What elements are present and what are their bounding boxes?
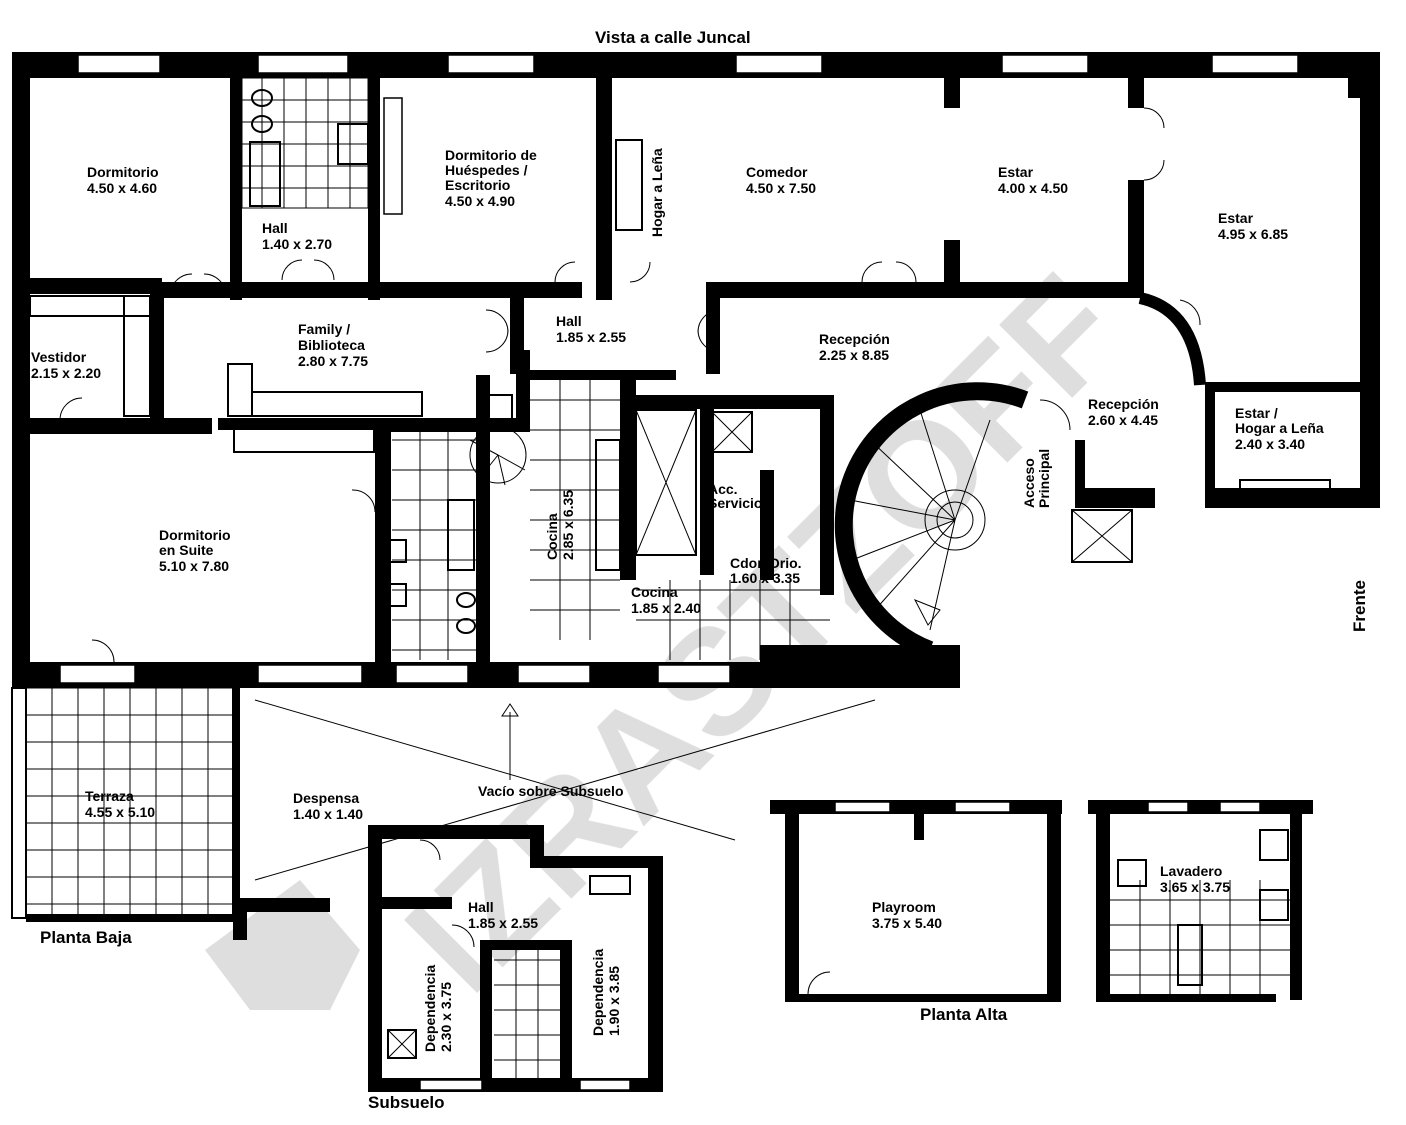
dependencia-1-size: 2.30 x 3.75 [438,982,454,1052]
recepcion-2-size: 2.60 x 4.45 [1088,412,1158,428]
huespedes-name-2: Huéspedes / [445,162,528,178]
acc-servicio-1: Acc. [708,481,738,497]
terraza [11,687,330,940]
despensa-size: 1.40 x 1.40 [293,806,363,822]
cocina-2-name: Cocina [631,584,678,600]
terraza-size: 4.55 x 5.10 [85,804,155,820]
huespedes-name-1: Dormitorio de [445,147,537,163]
door-swings [59,107,1201,995]
suite-size: 5.10 x 7.80 [159,558,229,574]
hogar-lena-label: Hogar a Leña [649,148,665,237]
front-label: Frente [1350,580,1369,632]
cdor-drio-name: Cdor. Drio. [730,555,802,571]
suite-name-1: Dormitorio [159,527,231,543]
estar-2-size: 4.95 x 6.85 [1218,226,1288,242]
cdor-drio-size: 1.60 x 3.35 [730,570,800,586]
acceso-principal-1: Acceso [1021,458,1037,508]
subsuelo-title: Subsuelo [368,1093,445,1112]
acc-servicio-2: Servicio [708,495,762,511]
kitchen-tiles [385,380,1133,660]
lavadero-name: Lavadero [1160,863,1222,879]
estar-2-name: Estar [1218,210,1254,226]
family-furniture [29,139,1331,571]
hall-bano-size: 1.40 x 2.70 [262,236,332,252]
dependencia-2-name: Dependencia [590,949,606,1036]
playroom-size: 3.75 x 5.40 [872,915,942,931]
terraza-name: Terraza [85,788,134,804]
dependencia-2-size: 1.90 x 3.85 [606,966,622,1036]
family-name-1: Family / [298,321,350,337]
estar-hogar-name-2: Hogar a Leña [1235,420,1324,436]
comedor-size: 4.50 x 7.50 [746,180,816,196]
hall-bano-name: Hall [262,220,288,236]
dependencia-1-name: Dependencia [422,965,438,1052]
estar-hogar-size: 2.40 x 3.40 [1235,436,1305,452]
dormitorio-name: Dormitorio [87,164,159,180]
bathroom-fixtures [241,77,403,215]
suite-name-2: en Suite [159,542,214,558]
vestidor-size: 2.15 x 2.20 [31,365,101,381]
planta-alta-walls [770,800,1313,1002]
acceso-principal-2: Principal [1036,449,1052,508]
hall-subsuelo-size: 1.85 x 2.55 [468,915,538,931]
family-size: 2.80 x 7.75 [298,353,368,369]
dormitorio-size: 4.50 x 4.60 [87,180,157,196]
planta-alta-title: Planta Alta [920,1005,1008,1024]
estar-hogar-name-1: Estar / [1235,405,1278,421]
hall-subsuelo-name: Hall [468,899,494,915]
street-view-title: Vista a calle Juncal [595,28,751,47]
estar-1-size: 4.00 x 4.50 [998,180,1068,196]
vestidor-name: Vestidor [31,349,87,365]
cocina-vertical-name: Cocina [544,513,560,560]
estar-1-name: Estar [998,164,1034,180]
planta-baja-walls [12,52,1380,688]
vacio-label: Vacío sobre Subsuelo [478,783,624,799]
hall-central-size: 1.85 x 2.55 [556,329,626,345]
cocina-vertical-size: 2.85 x 6.35 [560,490,576,560]
vacio-lines [254,699,876,881]
huespedes-size: 4.50 x 4.90 [445,193,515,209]
planta-baja-title: Planta Baja [40,928,132,947]
recepcion-1-size: 2.25 x 8.85 [819,347,889,363]
playroom-name: Playroom [872,899,936,915]
huespedes-name-3: Escritorio [445,177,510,193]
subsuelo-walls [368,825,663,1092]
recepcion-1-name: Recepción [819,331,890,347]
hall-central-name: Hall [556,313,582,329]
recepcion-2-name: Recepción [1088,396,1159,412]
lavadero-size: 3.65 x 3.75 [1160,879,1230,895]
family-name-2: Biblioteca [298,337,365,353]
comedor-name: Comedor [746,164,808,180]
cocina-2-size: 1.85 x 2.40 [631,600,701,616]
despensa-name: Despensa [293,790,359,806]
